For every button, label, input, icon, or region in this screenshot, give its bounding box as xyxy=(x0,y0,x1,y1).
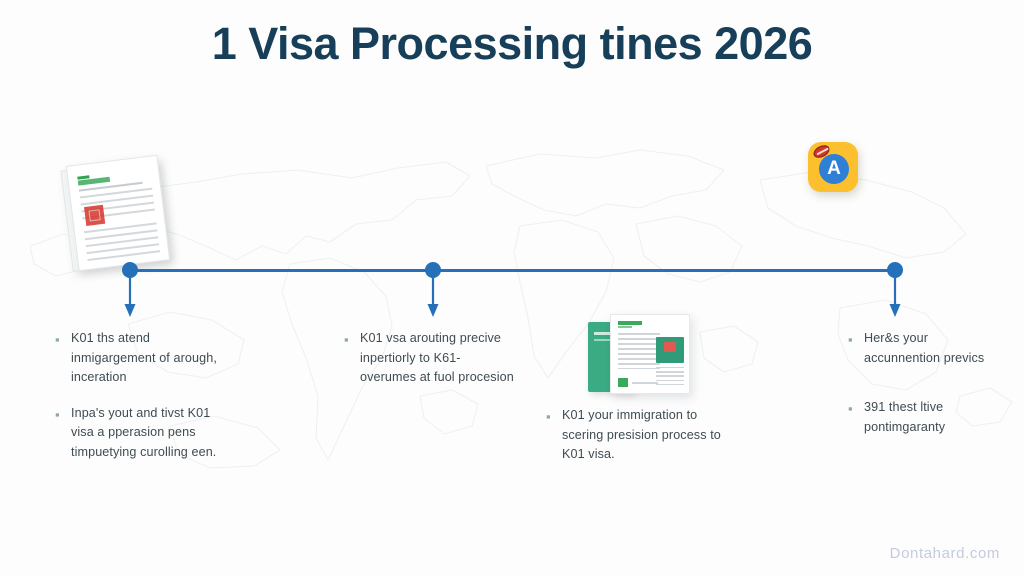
bullet-marker: ▪ xyxy=(546,409,551,424)
timeline-dot-4 xyxy=(887,262,903,278)
list-item-text: 391 thest ltive pontimgaranty xyxy=(864,400,946,434)
list-item: ▪ K01 ths atend inmigargement of arough,… xyxy=(55,329,225,388)
bullet-marker: ▪ xyxy=(848,401,853,416)
visa-documents-illustration xyxy=(588,314,692,398)
document-footer-line xyxy=(632,382,658,384)
app-icon-letter: A xyxy=(819,154,849,184)
timeline-track xyxy=(130,269,895,272)
site-watermark: Dontahard.com xyxy=(889,545,1000,562)
list-item-text: K01 your immigration to scering presisio… xyxy=(562,408,721,461)
list-item: ▪ K01 your immigration to scering presis… xyxy=(546,406,726,465)
timeline-column-1: ▪ K01 ths atend inmigargement of arough,… xyxy=(55,329,225,478)
timeline-column-4: ▪ Her&s your accunnention prevics ▪ 391 … xyxy=(848,329,988,453)
document-body-lines xyxy=(618,333,660,373)
document-red-stamp xyxy=(84,204,106,226)
timeline-dot-2 xyxy=(425,262,441,278)
page-title: 1 Visa Processing tines 2026 xyxy=(211,18,813,69)
list-item-text: Inpa's yout and tivst K01 visa a pperasi… xyxy=(71,405,217,459)
document-photo-thumbnail xyxy=(656,337,684,363)
timeline-column-3: ▪ K01 your immigration to scering presis… xyxy=(546,406,726,481)
document-text-lines-lower xyxy=(83,222,161,266)
list-item-text: K01 ths atend inmigargement of arough, i… xyxy=(71,331,217,384)
bullet-marker: ▪ xyxy=(55,406,60,422)
document-front-sheet xyxy=(65,154,171,272)
visa-document-illustration xyxy=(60,154,171,272)
timeline-dot-1 xyxy=(122,262,138,278)
timeline-arrow-down-icon-4 xyxy=(888,276,902,318)
list-item-text: Her&s your accunnention prevics xyxy=(864,331,985,365)
list-item: ▪ Inpa's yout and tivst K01 visa a ppera… xyxy=(55,404,225,463)
list-item: ▪ 391 thest ltive pontimgaranty xyxy=(848,398,988,437)
bullet-marker: ▪ xyxy=(848,332,853,347)
app-badge-icon[interactable]: A xyxy=(808,142,858,192)
timeline-column-2: ▪ K01 vsa arouting precive inpertiorly t… xyxy=(344,329,514,404)
bullet-marker: ▪ xyxy=(55,332,60,347)
white-document-front xyxy=(610,314,690,394)
document-side-lines xyxy=(656,367,684,388)
bullet-marker: ▪ xyxy=(344,332,349,347)
document-header-logo xyxy=(77,173,112,186)
document-brand-logo xyxy=(618,321,642,328)
list-item: ▪ Her&s your accunnention prevics xyxy=(848,329,988,368)
list-item: ▪ K01 vsa arouting precive inpertiorly t… xyxy=(344,329,514,388)
document-seal xyxy=(618,378,628,387)
timeline-arrow-down-icon-2 xyxy=(426,276,440,318)
list-item-text: K01 vsa arouting precive inpertiorly to … xyxy=(360,331,514,384)
timeline-arrow-down-icon-1 xyxy=(123,276,137,318)
